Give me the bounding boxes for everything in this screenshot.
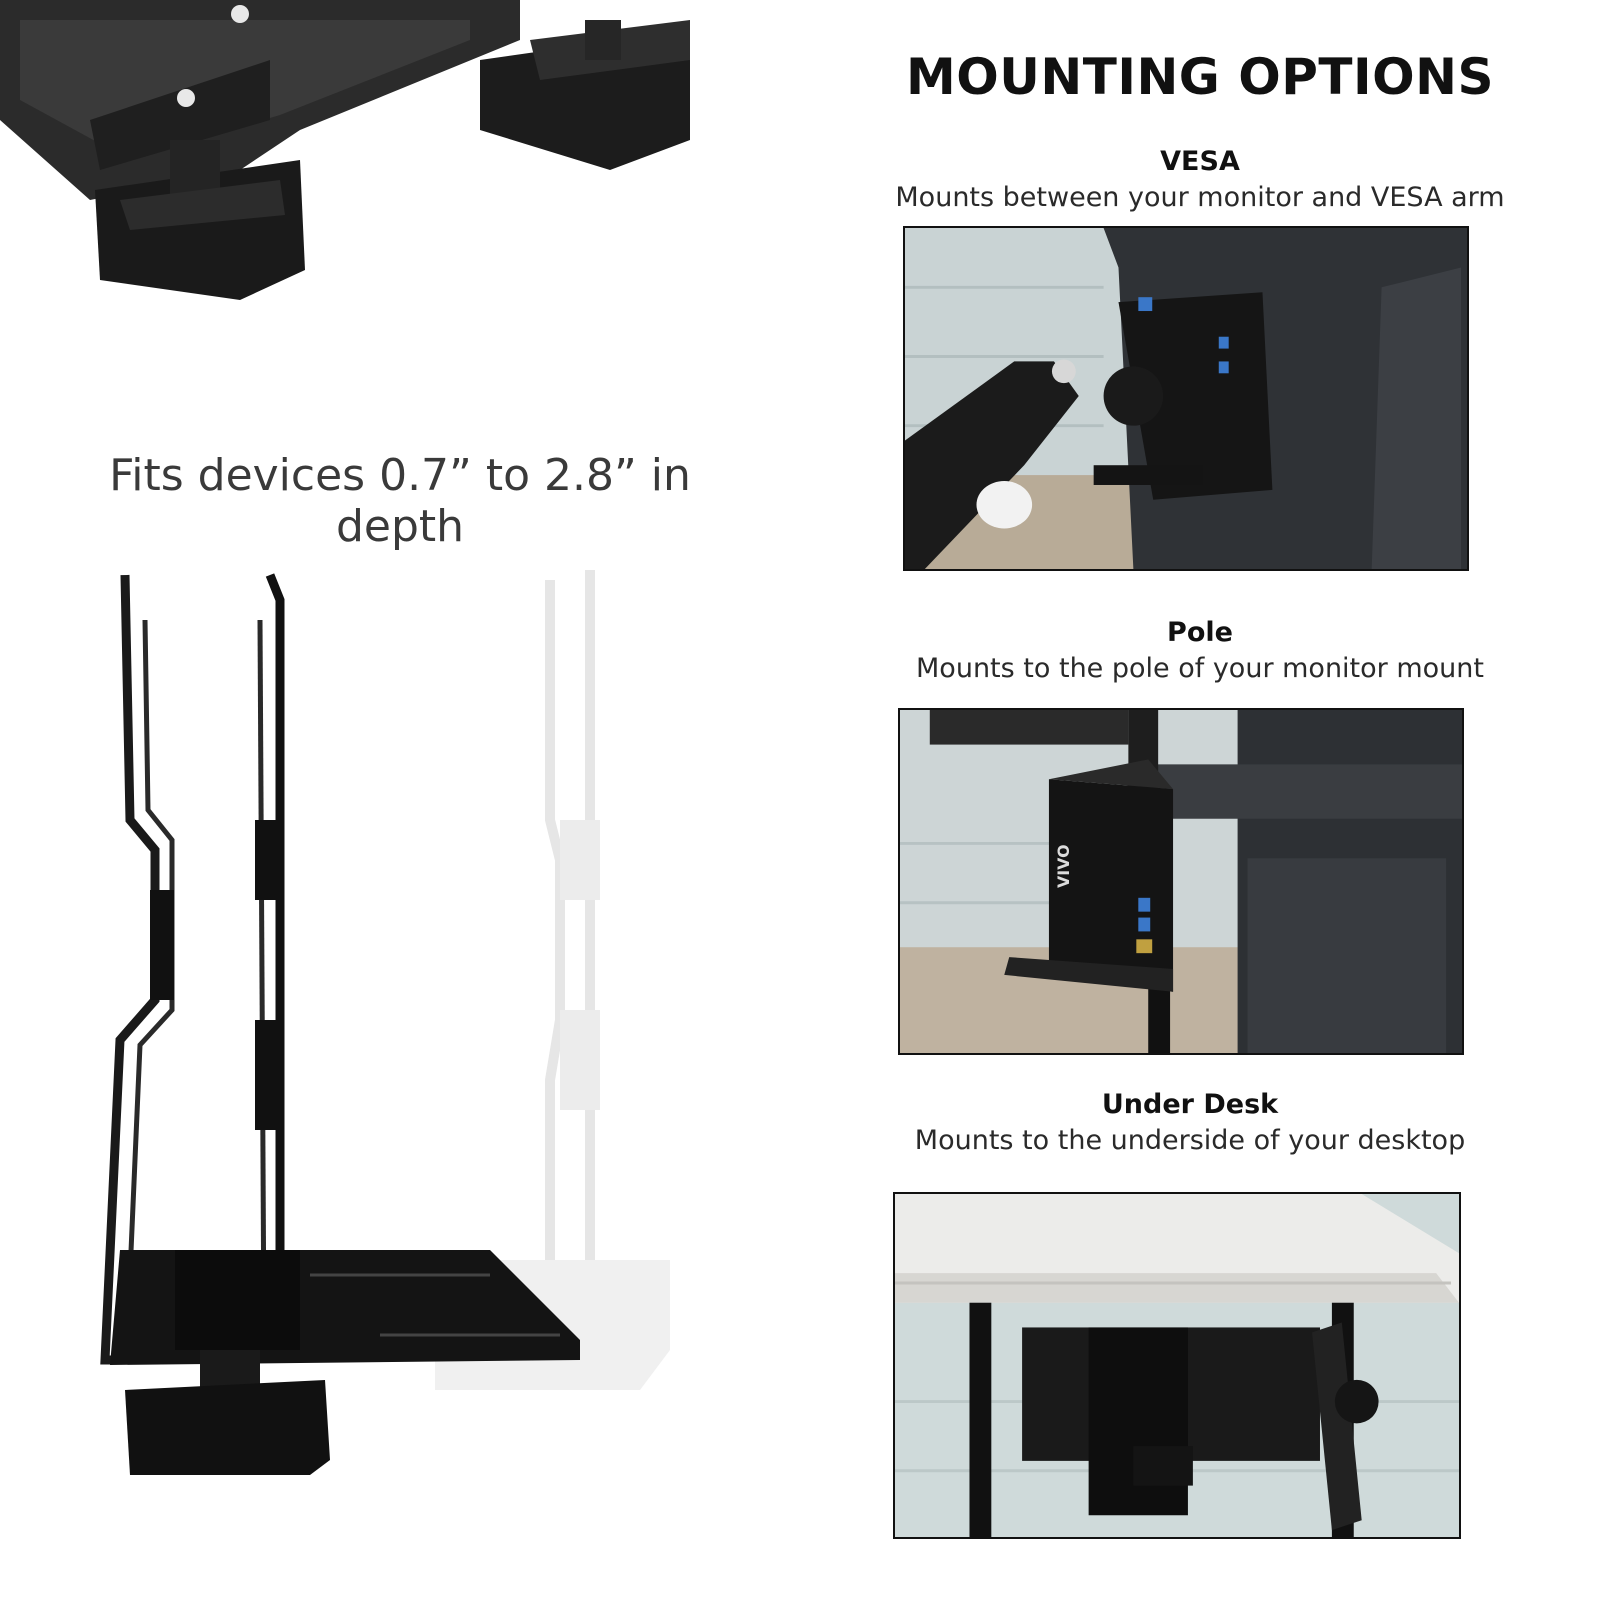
vivo-logo: VIVO <box>1054 844 1073 888</box>
page-title: MOUNTING OPTIONS <box>906 48 1494 106</box>
option-vesa-description: Mounts between your monitor and VESA arm <box>895 182 1505 213</box>
option-under-desk-title: Under Desk <box>1101 1089 1279 1120</box>
option-pole-title: Pole <box>1167 617 1233 648</box>
depth-note: Fits devices 0.7” to 2.8” in depth <box>109 450 691 552</box>
under-desk-mount-photo <box>893 1192 1461 1539</box>
option-pole-description: Mounts to the pole of your monitor mount <box>916 653 1484 684</box>
clamp-closeup-image <box>0 0 720 320</box>
option-under-desk-description: Mounts to the underside of your desktop <box>914 1125 1466 1156</box>
option-vesa-title: VESA <box>1160 146 1240 177</box>
vesa-mount-photo <box>903 226 1469 571</box>
pole-mount-photo: VIVO <box>898 708 1464 1055</box>
bracket-depth-image <box>80 560 700 1520</box>
